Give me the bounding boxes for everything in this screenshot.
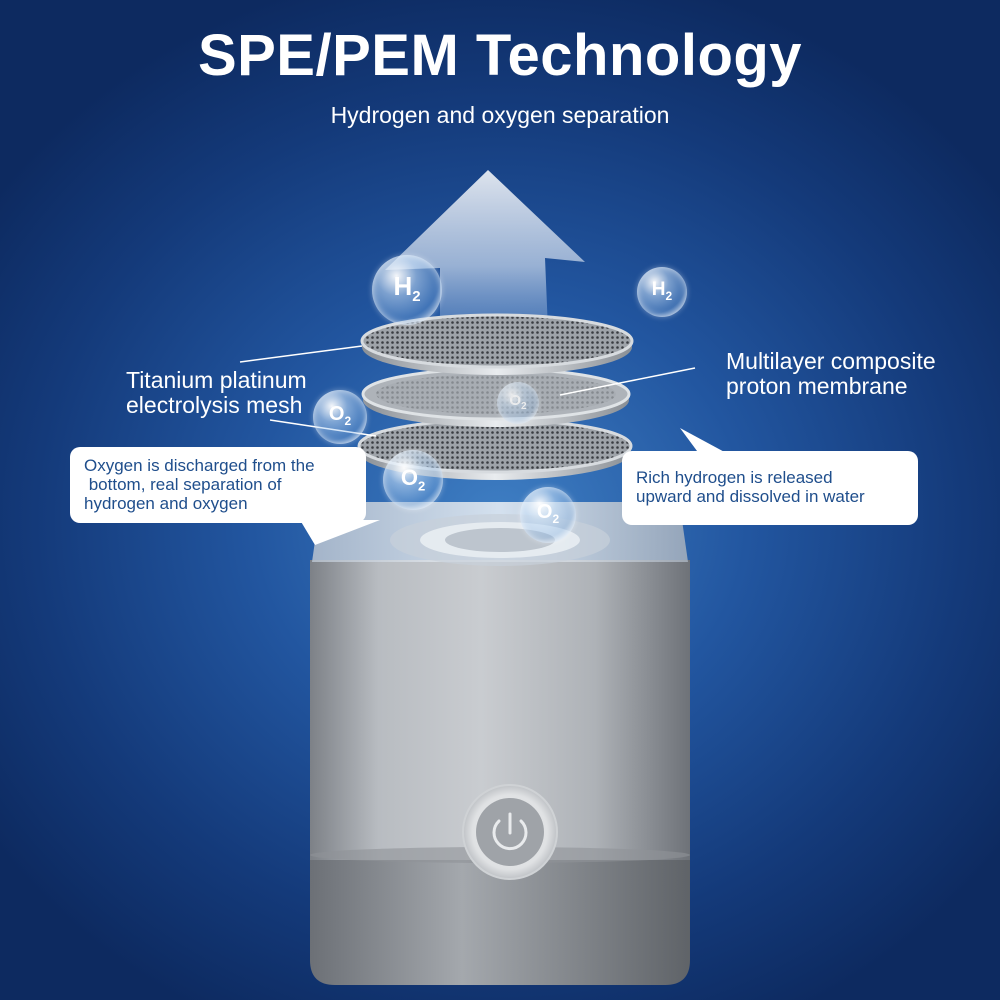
o2-molecule: O2 <box>497 382 539 424</box>
membrane-label-line2: proton membrane <box>726 373 908 399</box>
oxygen-callout-tail <box>300 520 380 545</box>
page-title: SPE/PEM Technology <box>197 23 803 88</box>
device-base <box>310 850 690 985</box>
h2-molecule: H2 <box>372 255 442 325</box>
titanium-mesh-label-line2: electrolysis mesh <box>126 392 303 418</box>
o2-molecule: O2 <box>383 450 443 510</box>
page-subtitle: Hydrogen and oxygen separation <box>330 102 670 128</box>
oxygen-callout-line: bottom, real separation of <box>84 475 282 494</box>
power-icon <box>492 812 528 851</box>
h2-molecule: H2 <box>637 267 687 317</box>
oxygen-callout-line: hydrogen and oxygen <box>84 494 248 513</box>
oxygen-callout-line: Oxygen is discharged from the <box>84 456 315 475</box>
oxygen-callout: Oxygen is discharged from the bottom, re… <box>70 447 366 523</box>
mesh-disc-top <box>360 313 634 375</box>
up-arrow-icon <box>385 170 585 330</box>
membrane-label-line1: Multilayer composite <box>726 348 936 374</box>
titanium-mesh-label-line1: Titanium platinum <box>126 367 307 393</box>
o2-molecule: O2 <box>313 390 367 444</box>
membrane-disc <box>361 367 631 427</box>
titanium-mesh-label: Titanium platinum electrolysis mesh <box>126 368 307 418</box>
hydrogen-callout-line: upward and dissolved in water <box>636 487 865 506</box>
device-body <box>310 560 690 860</box>
o2-molecule: O2 <box>520 487 576 543</box>
hydrogen-callout-line: Rich hydrogen is released <box>636 468 833 487</box>
membrane-label: Multilayer composite proton membrane <box>726 349 936 399</box>
hydrogen-callout: Rich hydrogen is released upward and dis… <box>622 451 918 525</box>
hydrogen-callout-tail <box>680 428 730 455</box>
power-button[interactable] <box>462 784 558 880</box>
